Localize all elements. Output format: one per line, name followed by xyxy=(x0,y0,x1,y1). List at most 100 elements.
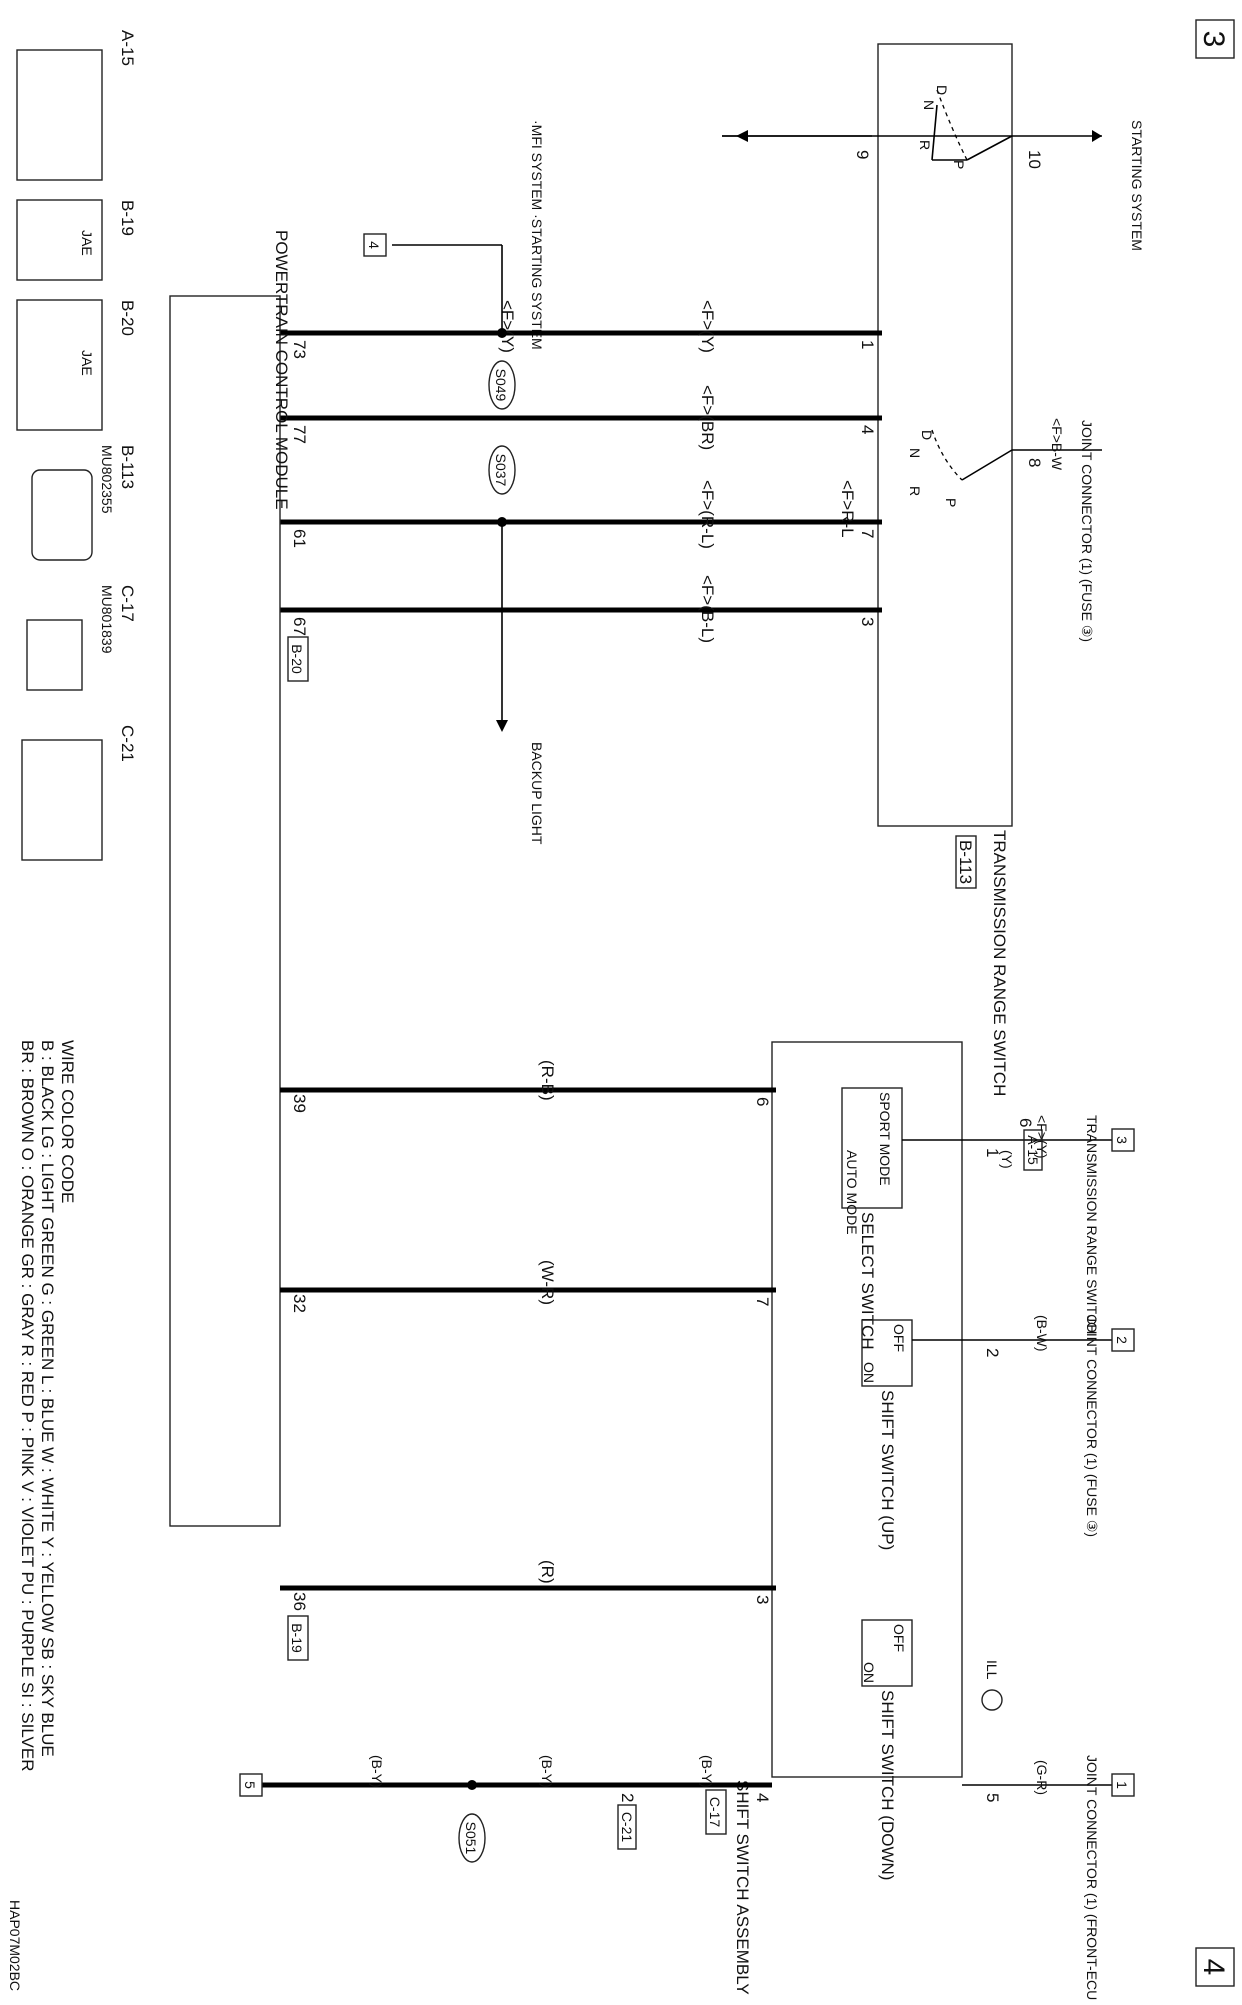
trs-pin-8: 8 xyxy=(1025,458,1044,467)
svg-text:(R): (R) xyxy=(538,1560,557,1584)
conn-c17-label: C-17 xyxy=(118,585,137,622)
wire-label-frl: <F>(R-L) xyxy=(698,480,717,549)
page-ref-box-4 xyxy=(1195,1947,1235,1987)
legend-line-1: B : BLACK LG : LIGHT GREEN G : GREEN L :… xyxy=(38,1040,57,1757)
svg-text:S037: S037 xyxy=(493,454,509,487)
pcm-label: POWERTRAIN CONTROL MODULE xyxy=(272,230,291,510)
conn-b19-label: B-19 xyxy=(118,200,137,236)
svg-text:(W-R): (W-R) xyxy=(538,1260,557,1305)
pcm-connector-b20: B-20 xyxy=(289,644,305,674)
svg-text:S051: S051 xyxy=(463,1822,479,1855)
svg-text:5: 5 xyxy=(983,1793,1002,1802)
mfi-starting-label: ·MFI SYSTEM ·STARTING SYSTEM xyxy=(529,120,545,350)
trs-pin-10: 10 xyxy=(1025,150,1044,169)
svg-text:P: P xyxy=(951,160,967,169)
shift-assy-label: SHIFT SWITCH ASSEMBLY xyxy=(733,1780,752,1995)
svg-text:4: 4 xyxy=(753,1793,772,1802)
backup-light-label: BACKUP LIGHT xyxy=(529,742,545,845)
svg-text:2: 2 xyxy=(983,1348,1002,1357)
conn-c17-face xyxy=(26,619,83,691)
svg-text:67: 67 xyxy=(290,617,309,636)
svg-text:OFF: OFF xyxy=(891,1624,907,1652)
svg-text:JAE: JAE xyxy=(79,350,95,376)
conn-b113-face xyxy=(31,469,93,561)
pcm-connector-b19: B-19 xyxy=(289,1623,305,1653)
trs-pin-1: 1 xyxy=(858,340,877,349)
offpage-4-box xyxy=(363,233,387,257)
legend-title: WIRE COLOR CODE xyxy=(58,1040,77,1203)
svg-text:JOINT CONNECTOR (1) (FUSE ③): JOINT CONNECTOR (1) (FUSE ③) xyxy=(1079,420,1095,642)
starting-arrow xyxy=(1092,130,1102,142)
svg-text:ON: ON xyxy=(861,1662,877,1683)
svg-text:R: R xyxy=(907,486,923,496)
svg-text:JAE: JAE xyxy=(79,230,95,256)
trs-connector-ref-box xyxy=(955,835,977,889)
trs-switch-2-blade xyxy=(961,449,1013,481)
svg-text:C-21: C-21 xyxy=(619,1812,635,1843)
trs-connector-ref: B-113 xyxy=(956,840,975,884)
conn-b19-face xyxy=(16,199,103,281)
svg-text:N: N xyxy=(921,100,937,110)
svg-text:N: N xyxy=(907,448,923,458)
trs-pin-3: 3 xyxy=(858,617,877,626)
trs-pin-9: 9 xyxy=(853,150,872,159)
ill-lamp xyxy=(981,1689,1003,1711)
svg-text:P: P xyxy=(943,498,959,507)
svg-text:1: 1 xyxy=(1114,1781,1130,1789)
conn-b20-face xyxy=(16,299,103,431)
page-ref-box-3 xyxy=(1195,19,1235,59)
svg-text:A-15: A-15 xyxy=(1025,1135,1041,1165)
svg-text:SPORT MODE: SPORT MODE xyxy=(877,1092,893,1186)
conn-c21-face xyxy=(21,739,103,861)
svg-text:R: R xyxy=(917,140,933,150)
svg-text:(R-B): (R-B) xyxy=(538,1060,557,1101)
wire-label-fbr: <F>(BR) xyxy=(698,385,717,450)
svg-text:(B-Y): (B-Y) xyxy=(369,1755,385,1788)
page-ref-3: 3 xyxy=(1197,31,1230,48)
svg-text:JOINT CONNECTOR (1) (FRONT-ECU: JOINT CONNECTOR (1) (FRONT-ECU) xyxy=(1084,1755,1100,2000)
splice-s051 xyxy=(458,1813,486,1863)
svg-text:SHIFT SWITCH (UP): SHIFT SWITCH (UP) xyxy=(878,1390,897,1550)
shift-switch-assembly-box xyxy=(771,1041,963,1778)
svg-text:6: 6 xyxy=(753,1097,772,1106)
svg-text:MU802355: MU802355 xyxy=(99,445,115,514)
wire-label-frl2: <F>R-L xyxy=(838,480,857,538)
legend-line-2: BR : BROWN O : ORANGE GR : GRAY R : RED … xyxy=(18,1040,37,1772)
svg-text:(B-Y): (B-Y) xyxy=(699,1755,715,1788)
conn-a15-label: A-15 xyxy=(118,30,137,66)
mfi-arrow xyxy=(736,130,748,142)
svg-text:ILL: ILL xyxy=(984,1660,1000,1680)
svg-text:AUTO MODE: AUTO MODE xyxy=(844,1150,860,1235)
svg-text:32: 32 xyxy=(290,1294,309,1313)
svg-text:S049: S049 xyxy=(493,369,509,402)
splice-s049 xyxy=(488,360,516,410)
trs-switch-1-blade xyxy=(966,135,1013,161)
svg-text:61: 61 xyxy=(290,529,309,548)
conn-b20-label: B-20 xyxy=(118,300,137,336)
svg-text:3: 3 xyxy=(1114,1136,1130,1144)
svg-text:SELECT SWITCH: SELECT SWITCH xyxy=(858,1212,877,1350)
pcm-box xyxy=(169,295,281,1527)
trs-label: TRANSMISSION RANGE SWITCH xyxy=(990,830,1009,1096)
svg-text:MU801839: MU801839 xyxy=(99,585,115,654)
svg-text:6: 6 xyxy=(1016,1118,1035,1127)
select-switch xyxy=(841,1087,903,1209)
conn-a15-face xyxy=(16,49,103,181)
splice-dot-s049 xyxy=(497,328,507,338)
shift-switch-down xyxy=(861,1619,913,1687)
svg-text:(G-R): (G-R) xyxy=(1034,1760,1050,1795)
svg-text:(Y): (Y) xyxy=(999,1150,1015,1169)
splice-s037 xyxy=(488,445,516,495)
svg-text:2: 2 xyxy=(1114,1336,1130,1344)
svg-text:ON: ON xyxy=(861,1362,877,1383)
svg-text:(B-W): (B-W) xyxy=(1034,1315,1050,1352)
svg-text:1: 1 xyxy=(983,1148,1002,1157)
doc-code: HAP07M02BC xyxy=(7,1900,23,1991)
svg-text:OFF: OFF xyxy=(891,1324,907,1352)
svg-text:5: 5 xyxy=(242,1781,258,1789)
svg-text:7: 7 xyxy=(753,1297,772,1306)
splice-dot-s051 xyxy=(467,1780,477,1790)
svg-text:4: 4 xyxy=(366,241,382,249)
svg-text:2: 2 xyxy=(618,1793,637,1802)
